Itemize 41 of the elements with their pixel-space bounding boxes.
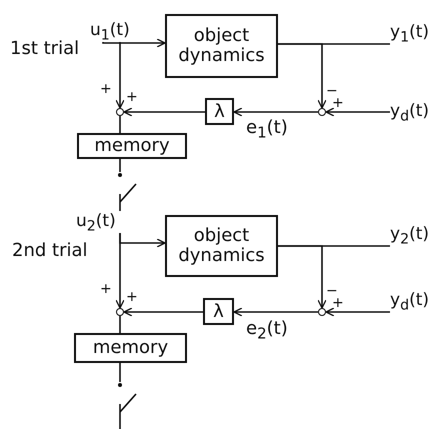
sign-label: − — [326, 84, 338, 98]
edge-label: e$_{1}$(t) — [246, 117, 288, 144]
signal-label: y$_{1}$(t) — [390, 22, 429, 44]
sign-label: + — [126, 90, 138, 104]
signal-label: u$_{1}$(t) — [90, 20, 130, 42]
gain-box: λ — [205, 98, 234, 125]
arrow — [115, 42, 125, 109]
arrow — [278, 245, 327, 309]
memory-box: memory — [77, 133, 187, 159]
signal-line — [119, 414, 121, 429]
signal-line — [119, 316, 121, 333]
arrow — [115, 233, 125, 309]
sign-label: + — [332, 96, 344, 110]
signal-line — [119, 159, 121, 172]
sign-label: + — [126, 290, 138, 304]
process-box: object dynamics — [165, 14, 278, 78]
process-box: object dynamics — [165, 215, 278, 277]
arrow — [123, 107, 205, 117]
signal-label: y$_{2}$(t) — [390, 224, 429, 246]
sign-label: + — [332, 296, 344, 310]
trial-label: 2nd trial — [12, 240, 88, 262]
signal-label: y$_{d}$(t) — [390, 101, 429, 123]
trial-label: 1st trial — [10, 38, 80, 60]
arrow — [123, 307, 203, 317]
signal-line — [119, 204, 121, 211]
arrow — [278, 43, 327, 109]
signal-line — [119, 363, 121, 382]
memory-box: memory — [74, 333, 187, 363]
edge-label: e$_{2}$(t) — [246, 318, 288, 345]
arrow — [325, 107, 390, 117]
arrow — [325, 307, 390, 317]
arrow — [233, 107, 318, 117]
arrow — [233, 307, 318, 317]
sign-label: + — [100, 282, 112, 296]
sign-label: + — [100, 82, 112, 96]
signal-line — [119, 116, 121, 133]
sign-label: − — [326, 284, 338, 298]
gain-box: λ — [203, 298, 234, 325]
signal-label: y$_{d}$(t) — [390, 290, 429, 312]
arrow — [102, 38, 166, 48]
signal-label: u$_{2}$(t) — [76, 211, 122, 233]
